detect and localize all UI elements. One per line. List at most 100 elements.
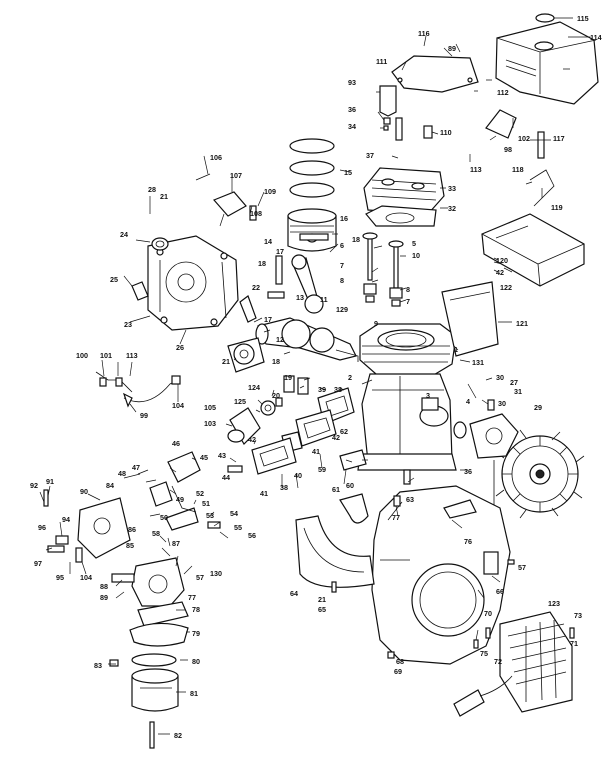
label-29: 29 xyxy=(534,403,542,412)
label-36: 36 xyxy=(348,105,356,114)
label-42c: 42 xyxy=(332,433,340,442)
label-44: 44 xyxy=(222,473,230,482)
label-66: 66 xyxy=(496,587,504,596)
label-52: 52 xyxy=(196,489,204,498)
label-105: 105 xyxy=(204,403,216,412)
label-8b: 8 xyxy=(406,285,410,294)
label-57b: 57 xyxy=(196,573,204,582)
label-56: 56 xyxy=(248,531,256,540)
label-27: 27 xyxy=(510,378,518,387)
label-89b: 89 xyxy=(448,44,456,53)
label-110: 110 xyxy=(440,128,452,137)
label-94: 94 xyxy=(62,515,70,524)
label-24: 24 xyxy=(120,230,128,239)
label-112: 112 xyxy=(497,88,509,97)
label-61: 61 xyxy=(332,485,340,494)
label-1: 1 xyxy=(454,345,458,354)
label-45: 45 xyxy=(200,453,208,462)
label-37: 37 xyxy=(366,151,374,160)
part-labels: 115 114 116 89 111 93 36 34 110 37 112 9… xyxy=(30,14,602,740)
label-25: 25 xyxy=(110,275,118,284)
label-96: 96 xyxy=(38,523,46,532)
label-73: 73 xyxy=(574,611,582,620)
label-49: 49 xyxy=(176,495,184,504)
label-68: 68 xyxy=(396,657,404,666)
blower-housing xyxy=(371,485,511,665)
label-33: 33 xyxy=(448,184,456,193)
label-20: 20 xyxy=(272,391,280,400)
label-26: 26 xyxy=(176,343,184,352)
label-109: 109 xyxy=(264,187,276,196)
label-118: 118 xyxy=(512,165,524,174)
label-54: 54 xyxy=(230,509,238,518)
cylinder-shroud xyxy=(295,493,375,588)
crankcase-cover xyxy=(147,235,239,331)
label-17: 17 xyxy=(276,247,284,256)
label-79: 79 xyxy=(192,629,200,638)
label-115: 115 xyxy=(577,14,589,23)
oil-seal-and-plug xyxy=(131,237,169,301)
label-111: 111 xyxy=(376,57,387,66)
label-3: 3 xyxy=(426,391,430,400)
label-91: 91 xyxy=(46,477,54,486)
label-123: 123 xyxy=(548,599,560,608)
label-38b: 38 xyxy=(280,483,288,492)
label-69: 69 xyxy=(394,667,402,676)
label-59: 59 xyxy=(318,465,326,474)
label-83: 83 xyxy=(94,661,102,670)
tank-bracket xyxy=(391,55,517,139)
carburetor-linkage xyxy=(43,489,131,563)
label-13: 13 xyxy=(296,293,304,302)
carburetor xyxy=(109,557,189,749)
label-102: 102 xyxy=(518,134,530,143)
label-107: 107 xyxy=(230,171,242,180)
label-117: 117 xyxy=(553,134,565,143)
label-102b: 113 xyxy=(126,351,138,360)
label-129: 129 xyxy=(336,305,348,314)
label-46: 46 xyxy=(172,439,180,448)
label-12: 12 xyxy=(276,335,284,344)
label-48: 48 xyxy=(118,469,126,478)
label-62b: 77 xyxy=(392,513,400,522)
label-90: 90 xyxy=(80,487,88,496)
gaskets xyxy=(251,387,355,475)
label-62: 62 xyxy=(340,427,348,436)
label-5: 5 xyxy=(412,239,416,248)
label-122: 122 xyxy=(500,283,512,292)
connecting-rod xyxy=(267,254,324,314)
label-125: 125 xyxy=(234,397,246,406)
label-8: 8 xyxy=(340,276,344,285)
label-113: 113 xyxy=(470,165,482,174)
label-80: 80 xyxy=(192,657,200,666)
label-71: 71 xyxy=(570,639,578,648)
label-76: 76 xyxy=(464,537,472,546)
label-120: 120 xyxy=(496,256,508,265)
label-64: 64 xyxy=(290,589,298,598)
label-85: 85 xyxy=(126,541,134,550)
air-filter-element xyxy=(481,213,585,287)
label-40: 40 xyxy=(294,471,302,480)
label-41: 41 xyxy=(260,489,268,498)
label-81: 81 xyxy=(190,689,198,698)
label-31: 31 xyxy=(514,387,522,396)
label-10: 10 xyxy=(412,251,420,260)
label-42: 42 xyxy=(496,268,504,277)
flywheel xyxy=(495,429,585,519)
cylinder-block xyxy=(357,323,457,471)
label-119: 119 xyxy=(551,203,563,212)
label-18: 18 xyxy=(352,235,360,244)
label-75: 75 xyxy=(480,649,488,658)
label-21c: 21 xyxy=(318,595,326,604)
label-103: 103 xyxy=(204,419,216,428)
label-65: 65 xyxy=(318,605,326,614)
label-7: 7 xyxy=(340,261,344,270)
label-9: 9 xyxy=(374,319,378,328)
label-82: 82 xyxy=(174,731,182,740)
label-32: 32 xyxy=(448,204,456,213)
throttle-levers xyxy=(137,451,221,531)
label-58: 58 xyxy=(152,529,160,538)
label-130: 130 xyxy=(210,569,222,578)
label-131: 131 xyxy=(472,358,484,367)
label-108: 108 xyxy=(250,209,262,218)
